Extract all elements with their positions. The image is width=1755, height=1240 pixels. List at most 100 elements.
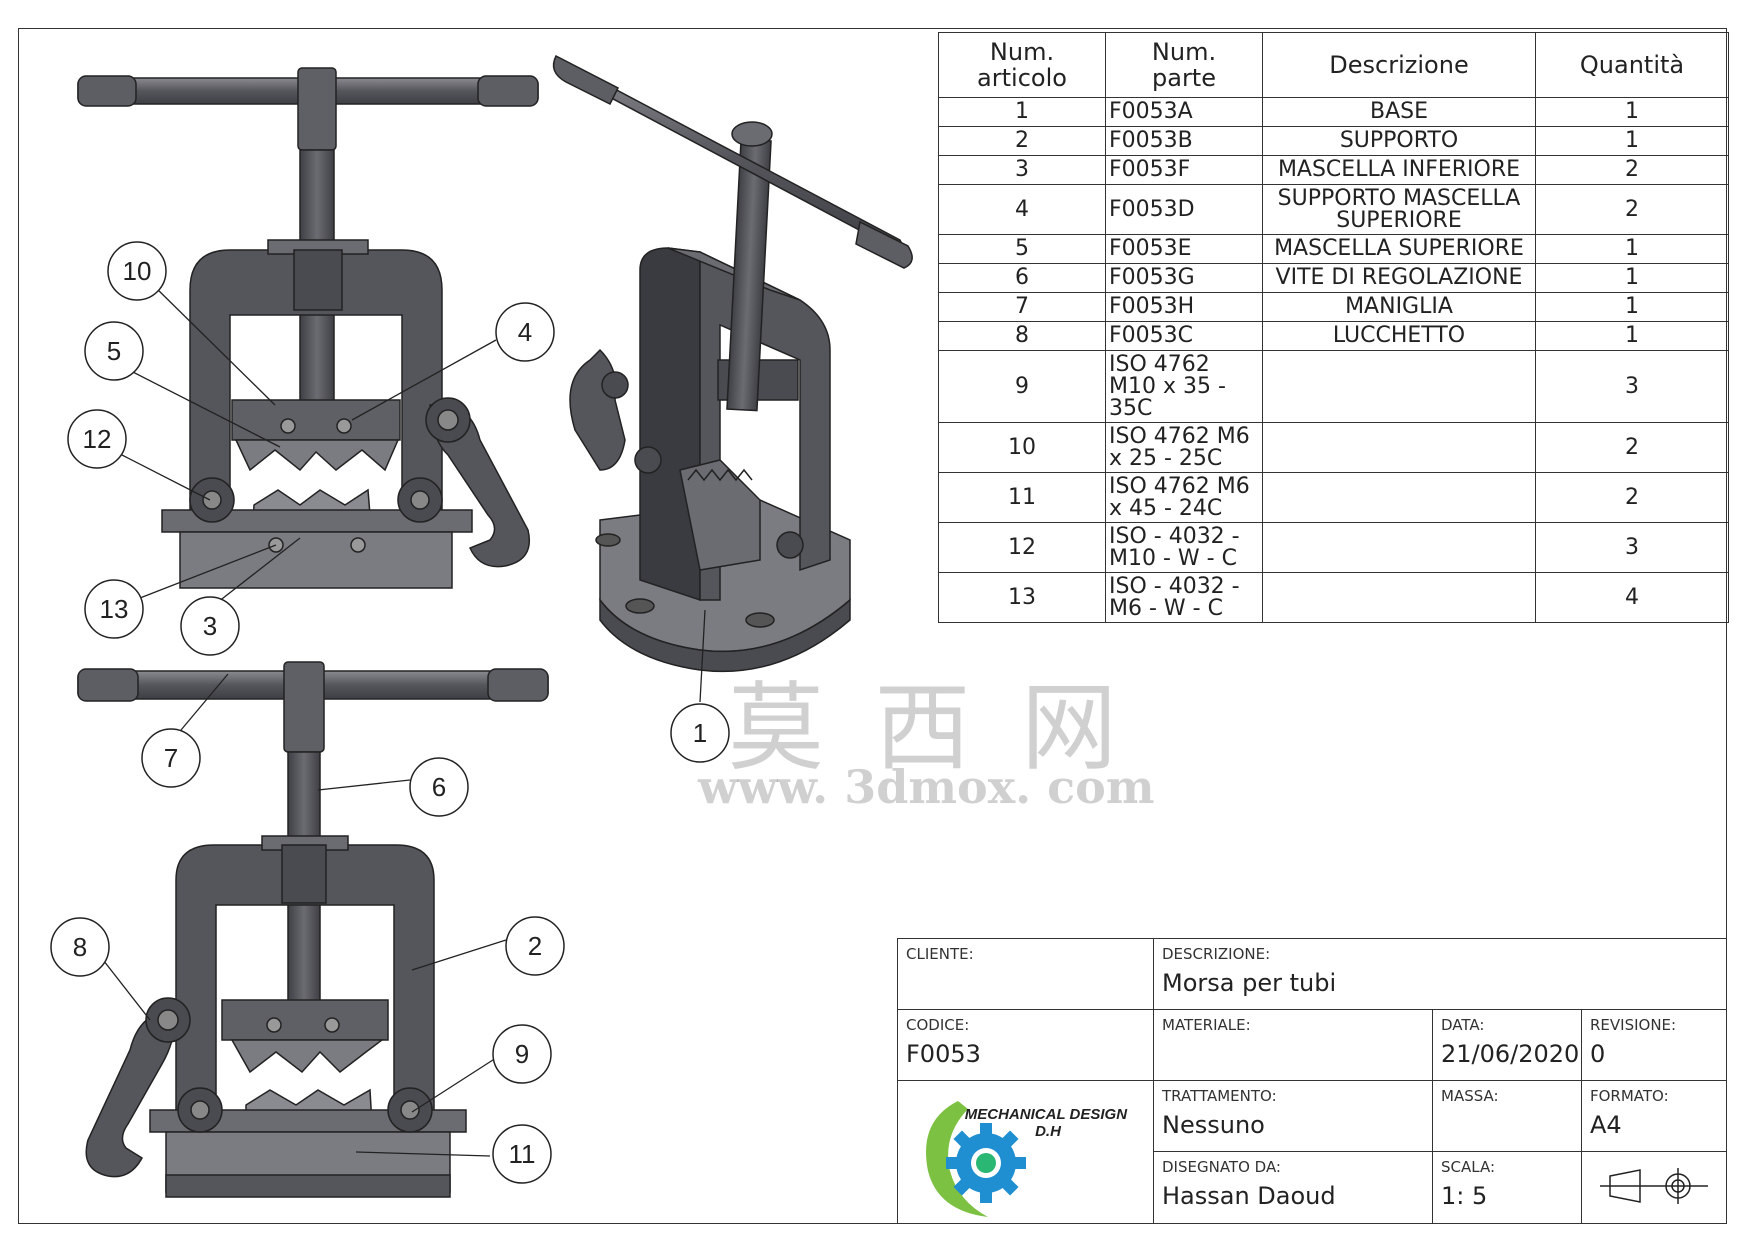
leader-lines bbox=[99, 283, 706, 1157]
bom-cell-item: 12 bbox=[938, 522, 1106, 573]
bom-cell-part: F0053H bbox=[1105, 292, 1263, 322]
bom-cell-description: MASCELLA INFERIORE bbox=[1262, 155, 1536, 185]
svg-text:7: 7 bbox=[164, 743, 178, 773]
svg-text:8: 8 bbox=[73, 932, 87, 962]
code-value: F0053 bbox=[906, 1040, 981, 1068]
svg-text:2: 2 bbox=[528, 931, 542, 961]
bom-cell-description: SUPPORTO bbox=[1262, 126, 1536, 156]
svg-text:3: 3 bbox=[203, 611, 217, 641]
bom-cell-part: ISO - 4032 - M10 - W - C bbox=[1105, 522, 1263, 573]
bom-cell-description: VITE DI REGOLAZIONE bbox=[1262, 263, 1536, 293]
codice-cell: CODICE: F0053 bbox=[897, 1009, 1154, 1081]
svg-text:4: 4 bbox=[518, 317, 532, 347]
header-item-number: Num. articolo bbox=[938, 32, 1106, 98]
balloon-11: 11 bbox=[492, 1124, 552, 1184]
bom-cell-part: ISO - 4032 - M6 - W - C bbox=[1105, 572, 1263, 623]
bom-cell-description bbox=[1262, 522, 1536, 573]
data-cell: DATA: 21/06/2020 bbox=[1432, 1009, 1582, 1081]
svg-text:6: 6 bbox=[432, 772, 446, 802]
scale-value: 1: 5 bbox=[1441, 1182, 1488, 1210]
svg-text:1: 1 bbox=[693, 718, 707, 748]
part-balloons: 10 5 12 4 13 3 1 7 6 8 2 9 11 bbox=[50, 241, 730, 1184]
balloon-13: 13 bbox=[84, 579, 144, 639]
bom-cell-part: F0053B bbox=[1105, 126, 1263, 156]
header-part-number: Num. parte bbox=[1105, 32, 1263, 98]
bom-cell-quantity: 2 bbox=[1535, 422, 1729, 473]
bom-cell-item: 13 bbox=[938, 572, 1106, 623]
bom-cell-description bbox=[1262, 472, 1536, 523]
massa-cell: MASSA: bbox=[1432, 1080, 1582, 1152]
balloon-10: 10 bbox=[107, 241, 167, 301]
disegnato-cell: DISEGNATO DA: Hassan Daoud bbox=[1153, 1151, 1433, 1224]
balloon-12: 12 bbox=[67, 409, 127, 469]
svg-text:10: 10 bbox=[123, 256, 152, 286]
balloon-1: 1 bbox=[670, 703, 730, 763]
svg-text:5: 5 bbox=[107, 336, 121, 366]
title-block: CLIENTE: DESCRIZIONE: Morsa per tubi COD… bbox=[897, 938, 1727, 1224]
descrizione-cell: DESCRIZIONE: Morsa per tubi bbox=[1153, 938, 1727, 1010]
isometric-view bbox=[552, 54, 913, 673]
bom-cell-quantity: 1 bbox=[1535, 321, 1729, 351]
format-value: A4 bbox=[1590, 1111, 1622, 1139]
bom-cell-description: MASCELLA SUPERIORE bbox=[1262, 234, 1536, 264]
bom-cell-part: F0053A bbox=[1105, 97, 1263, 127]
front-view-bottom bbox=[77, 661, 549, 1198]
bom-cell-description bbox=[1262, 422, 1536, 473]
balloon-3: 3 bbox=[180, 596, 240, 656]
bom-cell-quantity: 1 bbox=[1535, 292, 1729, 322]
bom-cell-item: 8 bbox=[938, 321, 1106, 351]
bom-cell-quantity: 1 bbox=[1535, 126, 1729, 156]
bom-cell-description: LUCCHETTO bbox=[1262, 321, 1536, 351]
treatment-value: Nessuno bbox=[1162, 1111, 1265, 1139]
trattamento-cell: TRATTAMENTO: Nessuno bbox=[1153, 1080, 1433, 1152]
bom-cell-quantity: 2 bbox=[1535, 184, 1729, 235]
balloon-9: 9 bbox=[492, 1024, 552, 1084]
bom-cell-item: 7 bbox=[938, 292, 1106, 322]
projection-cell bbox=[1581, 1151, 1727, 1224]
drawing-sheet bbox=[18, 28, 1727, 1224]
bom-cell-part: F0053F bbox=[1105, 155, 1263, 185]
revision-value: 0 bbox=[1590, 1040, 1606, 1068]
front-view-top bbox=[77, 67, 539, 589]
description-value: Morsa per tubi bbox=[1162, 969, 1337, 997]
balloon-8: 8 bbox=[50, 917, 110, 977]
bom-cell-item: 1 bbox=[938, 97, 1106, 127]
bom-cell-part: F0053G bbox=[1105, 263, 1263, 293]
materiale-cell: MATERIALE: bbox=[1153, 1009, 1433, 1081]
balloon-5: 5 bbox=[84, 321, 144, 381]
bom-cell-part: ISO 4762 M6 x 45 - 24C bbox=[1105, 472, 1263, 523]
header-description: Descrizione bbox=[1262, 32, 1536, 98]
bom-cell-quantity: 1 bbox=[1535, 234, 1729, 264]
bom-cell-description: SUPPORTO MASCELLA SUPERIORE bbox=[1262, 184, 1536, 235]
bom-cell-item: 2 bbox=[938, 126, 1106, 156]
bom-cell-part: F0053E bbox=[1105, 234, 1263, 264]
cliente-cell: CLIENTE: bbox=[897, 938, 1154, 1010]
bom-cell-quantity: 4 bbox=[1535, 572, 1729, 623]
bom-cell-quantity: 1 bbox=[1535, 97, 1729, 127]
balloon-6: 6 bbox=[409, 757, 469, 817]
date-value: 21/06/2020 bbox=[1441, 1040, 1580, 1068]
bom-cell-quantity: 2 bbox=[1535, 472, 1729, 523]
bom-cell-description bbox=[1262, 572, 1536, 623]
logo-cell: MECHANICAL DESIGN D.H bbox=[897, 1080, 1154, 1224]
bom-cell-quantity: 3 bbox=[1535, 522, 1729, 573]
company-logo: MECHANICAL DESIGN D.H bbox=[926, 1101, 1128, 1217]
drawn-by-value: Hassan Daoud bbox=[1162, 1182, 1336, 1210]
revisione-cell: REVISIONE: 0 bbox=[1581, 1009, 1727, 1081]
svg-text:11: 11 bbox=[509, 1139, 536, 1169]
watermark-chinese: 莫 西 网 bbox=[728, 672, 1128, 784]
balloon-7: 7 bbox=[141, 728, 201, 788]
bom-cell-quantity: 2 bbox=[1535, 155, 1729, 185]
bom-cell-item: 6 bbox=[938, 263, 1106, 293]
